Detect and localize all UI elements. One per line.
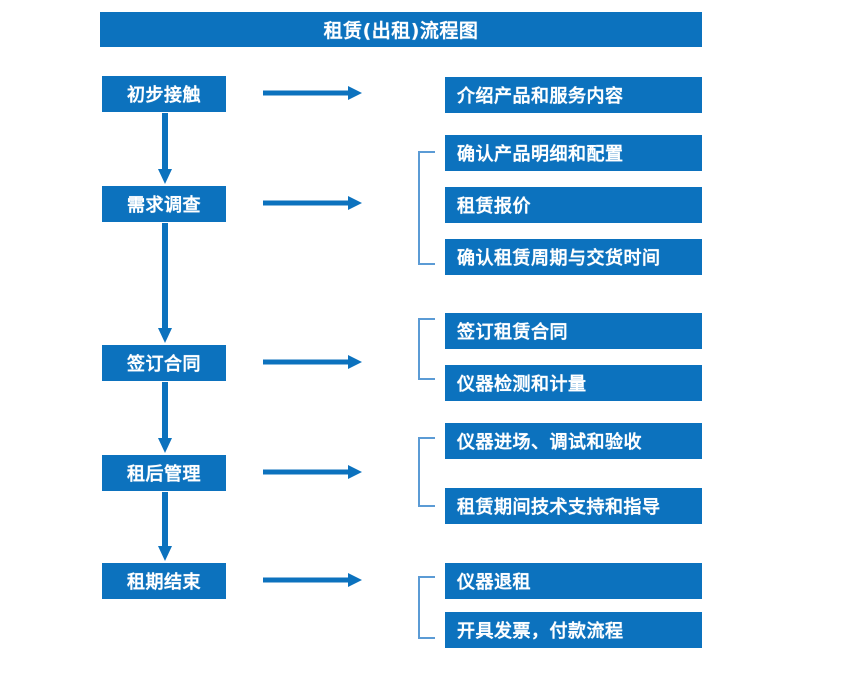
detail-box-g2-1[interactable]: 确认产品明细和配置 (445, 135, 702, 171)
stage-box-5[interactable]: 租期结束 (102, 563, 226, 599)
vertical-arrow-3 (158, 382, 172, 454)
horizontal-arrow-4 (263, 464, 363, 480)
detail-box-g5-1[interactable]: 仪器退租 (445, 563, 702, 599)
horizontal-arrow-2 (263, 195, 363, 211)
bracket-group-2 (418, 151, 435, 265)
detail-box-g1-1[interactable]: 介绍产品和服务内容 (445, 77, 702, 113)
stage-box-1[interactable]: 初步接触 (102, 76, 226, 112)
horizontal-arrow-1 (263, 85, 363, 101)
detail-box-g2-2[interactable]: 租赁报价 (445, 187, 702, 223)
bracket-group-4 (418, 437, 435, 507)
detail-box-g5-2[interactable]: 开具发票，付款流程 (445, 612, 702, 648)
vertical-arrow-1 (158, 113, 172, 185)
vertical-arrow-4 (158, 492, 172, 562)
vertical-arrow-2 (158, 223, 172, 344)
detail-box-g3-2[interactable]: 仪器检测和计量 (445, 365, 702, 401)
detail-box-g3-1[interactable]: 签订租赁合同 (445, 313, 702, 349)
bracket-group-5 (418, 576, 435, 639)
stage-box-4[interactable]: 租后管理 (102, 455, 226, 491)
detail-box-g4-2[interactable]: 租赁期间技术支持和指导 (445, 488, 702, 524)
horizontal-arrow-3 (263, 354, 363, 370)
stage-box-2[interactable]: 需求调查 (102, 186, 226, 222)
detail-box-g4-1[interactable]: 仪器进场、调试和验收 (445, 423, 702, 459)
chart-title: 租赁(出租)流程图 (100, 12, 702, 47)
bracket-group-3 (418, 318, 435, 380)
detail-box-g2-3[interactable]: 确认租赁周期与交货时间 (445, 239, 702, 275)
horizontal-arrow-5 (263, 572, 363, 588)
stage-box-3[interactable]: 签订合同 (102, 345, 226, 381)
